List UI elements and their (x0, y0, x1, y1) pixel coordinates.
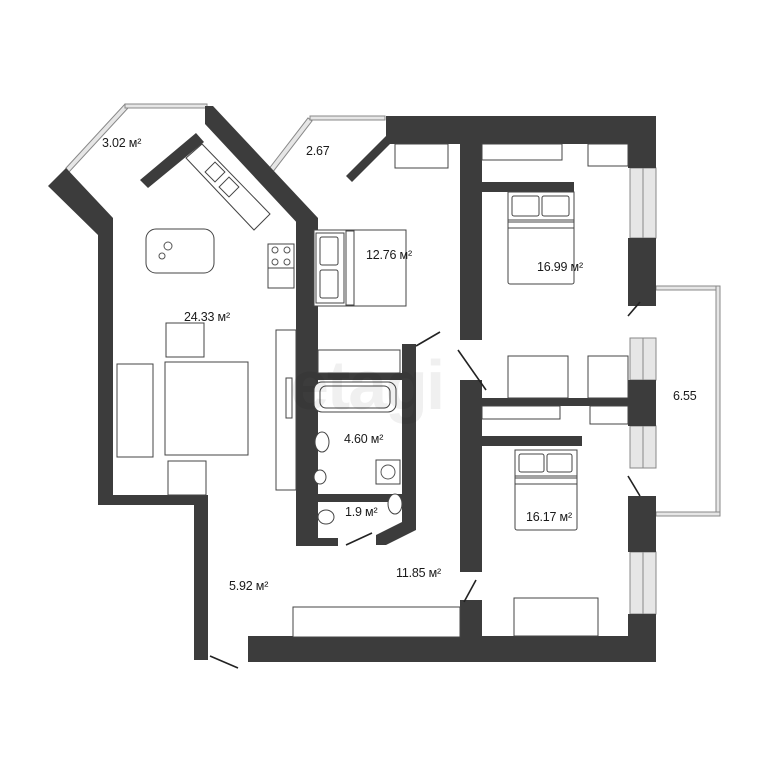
room-label-hall: 5.92 м² (229, 579, 269, 593)
room-label-loggia-bedroom: 2.67 (306, 144, 330, 158)
room-label-bedroom-2: 16.99 м² (537, 260, 583, 274)
room-label-bedroom-1: 12.76 м² (366, 248, 412, 262)
room-label-kitchen-living: 24.33 м² (184, 310, 230, 324)
walls (48, 106, 656, 662)
room-label-bedroom-3: 16.17 м² (526, 510, 572, 524)
furniture (116, 143, 629, 638)
windows (65, 103, 721, 615)
room-label-balcony: 6.55 (673, 389, 697, 403)
room-label-loggia-kitchen: 3.02 м² (102, 136, 142, 150)
room-label-toilet: 1.9 м² (345, 505, 378, 519)
doors (209, 301, 641, 669)
room-label-corridor: 11.85 м² (396, 566, 441, 580)
room-label-bathroom: 4.60 м² (344, 432, 384, 446)
watermark: etagi (290, 346, 445, 424)
